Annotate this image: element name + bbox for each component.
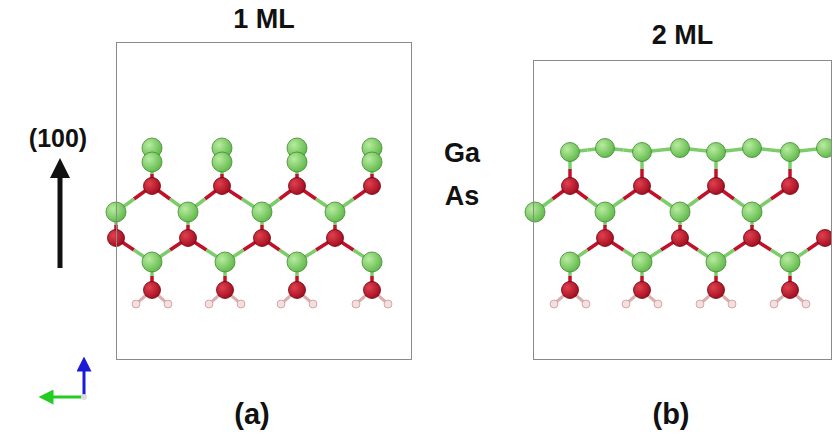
hydrogen-atom	[205, 300, 213, 308]
as-atom	[744, 230, 761, 247]
element-label: Ga	[444, 138, 480, 169]
as-atom	[634, 178, 651, 195]
as-atom	[289, 282, 306, 299]
hydrogen-atom	[550, 300, 558, 308]
as-atom	[180, 230, 197, 247]
as-atom	[708, 178, 725, 195]
hydrogen-atom	[132, 300, 140, 308]
ga-atom	[781, 143, 800, 162]
panel-frame: 2 ML	[533, 60, 832, 360]
as-atom	[214, 178, 231, 195]
ga-atom	[633, 143, 652, 162]
bond-lines	[116, 148, 826, 304]
ga-atom	[780, 252, 800, 272]
hydrogen-atom	[582, 300, 590, 308]
ga-atom	[561, 143, 580, 162]
panel-title: 1 ML	[117, 4, 411, 35]
hydrogen-atom	[309, 300, 317, 308]
as-atom	[364, 282, 381, 299]
ga-atom	[525, 202, 545, 222]
as-atom	[782, 282, 799, 299]
panel-label: (b)	[652, 398, 689, 431]
as-atom	[144, 282, 161, 299]
ga-atom	[743, 139, 762, 158]
ga-atom	[632, 252, 652, 272]
hydrogen-atom	[728, 300, 736, 308]
hydrogen-atom	[384, 300, 392, 308]
direction-arrow	[58, 168, 63, 268]
direction-label: (100)	[29, 124, 87, 153]
as-atom	[597, 230, 614, 247]
ga-atom	[706, 252, 726, 272]
as-atom	[562, 282, 579, 299]
ga-atom	[287, 252, 307, 272]
ga-atom	[325, 202, 345, 222]
hydrogen-atom	[802, 300, 810, 308]
ga-atom	[362, 152, 382, 172]
ga-atom	[817, 139, 832, 158]
panel-frame: 1 ML	[116, 42, 412, 360]
as-atom	[289, 178, 306, 195]
as-atom	[562, 178, 579, 195]
axis-arrow	[46, 396, 84, 399]
ga-atom	[742, 202, 762, 222]
axis-arrow	[83, 364, 86, 397]
panel-title: 2 ML	[534, 20, 831, 51]
ga-atom	[142, 252, 162, 272]
as-atom	[634, 282, 651, 299]
ga-atom	[707, 143, 726, 162]
hydrogen-atom	[622, 300, 630, 308]
hydrogen-atom	[696, 300, 704, 308]
as-atom	[708, 282, 725, 299]
hydrogen-atom	[770, 300, 778, 308]
ga-atom	[595, 202, 615, 222]
hydrogen-atom	[164, 300, 172, 308]
as-atom	[364, 178, 381, 195]
atom-spheres	[106, 138, 832, 308]
hydrogen-atom	[237, 300, 245, 308]
ga-atom	[671, 139, 690, 158]
hydrogen-atom	[654, 300, 662, 308]
ga-atom	[362, 252, 382, 272]
as-atom	[782, 178, 799, 195]
ga-atom	[212, 152, 232, 172]
ga-atom	[215, 252, 235, 272]
element-label: As	[445, 181, 480, 212]
panel-label: (a)	[234, 398, 269, 431]
ga-atom	[670, 202, 690, 222]
as-atom	[217, 282, 234, 299]
ga-atom	[287, 152, 307, 172]
ga-atom	[560, 252, 580, 272]
hydrogen-atom	[277, 300, 285, 308]
ga-atom	[178, 202, 198, 222]
axis-origin	[81, 394, 87, 400]
ga-atom	[142, 152, 162, 172]
as-atom	[254, 230, 271, 247]
as-atom	[327, 230, 344, 247]
as-atom	[672, 230, 689, 247]
as-atom	[817, 230, 832, 247]
ga-atom	[252, 202, 272, 222]
as-atom	[144, 178, 161, 195]
ga-atom	[596, 139, 615, 158]
hydrogen-atom	[352, 300, 360, 308]
